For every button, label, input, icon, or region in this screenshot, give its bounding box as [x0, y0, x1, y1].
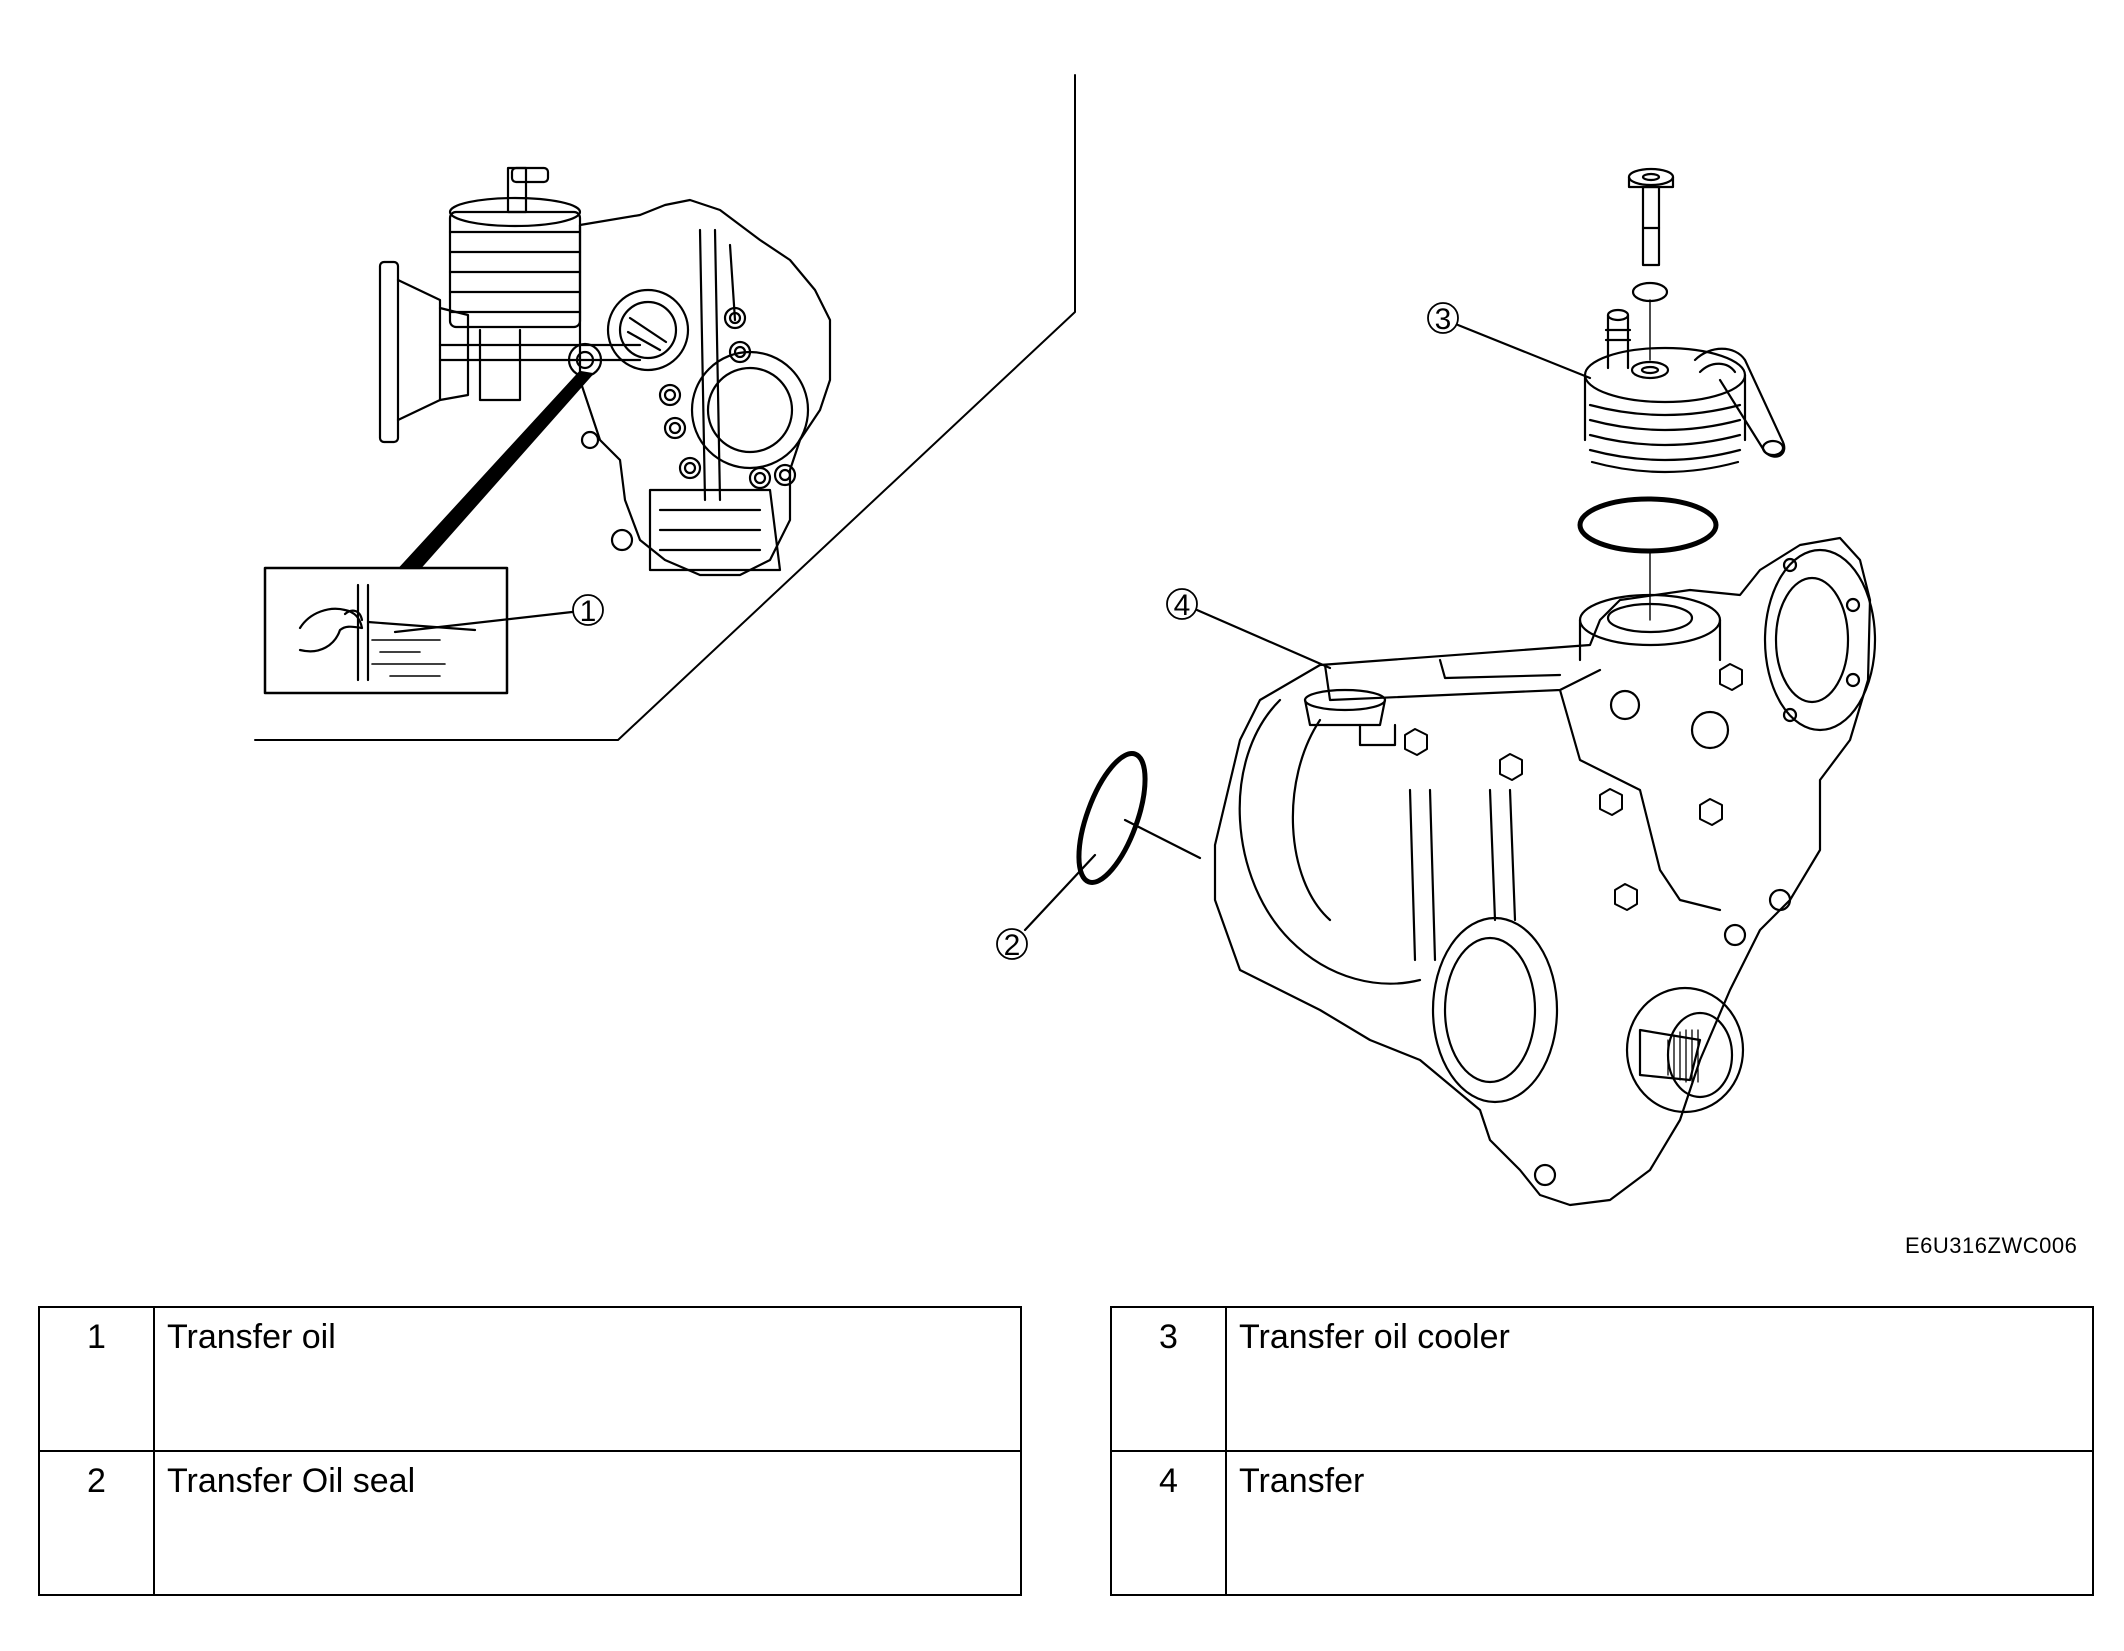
oil-cooler: [1583, 299, 1786, 474]
callout-3: [1427, 302, 1592, 380]
transfer-body: [1213, 536, 1877, 1207]
callout-2: [996, 853, 1097, 960]
callout-4: [1166, 588, 1332, 670]
legend-row: 1 Transfer oil: [38, 1306, 1022, 1452]
legend-table-left: 1 Transfer oil 2 Transfer Oil seal: [38, 1306, 1022, 1596]
legend-row: 4 Transfer: [1110, 1450, 2094, 1596]
oil-cooler-bolt: [1627, 167, 1675, 267]
legend-number: 2: [38, 1450, 155, 1596]
callout-4-number: 4: [1174, 589, 1191, 622]
legend-row: 3 Transfer oil cooler: [1110, 1306, 2094, 1452]
cooler-o-ring: [1577, 496, 1719, 621]
oil-level-detail: [263, 566, 509, 695]
legend-number: 3: [1110, 1306, 1227, 1452]
legend-row: 2 Transfer Oil seal: [38, 1450, 1022, 1596]
transfer-oil-seal: [1076, 751, 1202, 885]
legend-number: 4: [1110, 1450, 1227, 1596]
detail-leader: [398, 370, 594, 570]
legend-part-name: Transfer oil: [153, 1306, 1022, 1452]
inset-frame: [254, 74, 1076, 741]
legend-number: 1: [38, 1306, 155, 1452]
transfer-side-view: [378, 166, 832, 577]
bolt-washer: [1631, 281, 1669, 303]
callout-3-number: 3: [1435, 303, 1452, 336]
legend-table-right: 3 Transfer oil cooler 4 Transfer: [1110, 1306, 2094, 1596]
callout-1: [393, 594, 604, 634]
callout-2-number: 2: [1004, 929, 1021, 962]
figure-code: E6U316ZWC006: [1905, 1233, 2078, 1258]
legend-part-name: Transfer: [1225, 1450, 2094, 1596]
legend-part-name: Transfer Oil seal: [153, 1450, 1022, 1596]
callout-1-number: 1: [580, 595, 597, 628]
legend-part-name: Transfer oil cooler: [1225, 1306, 2094, 1452]
